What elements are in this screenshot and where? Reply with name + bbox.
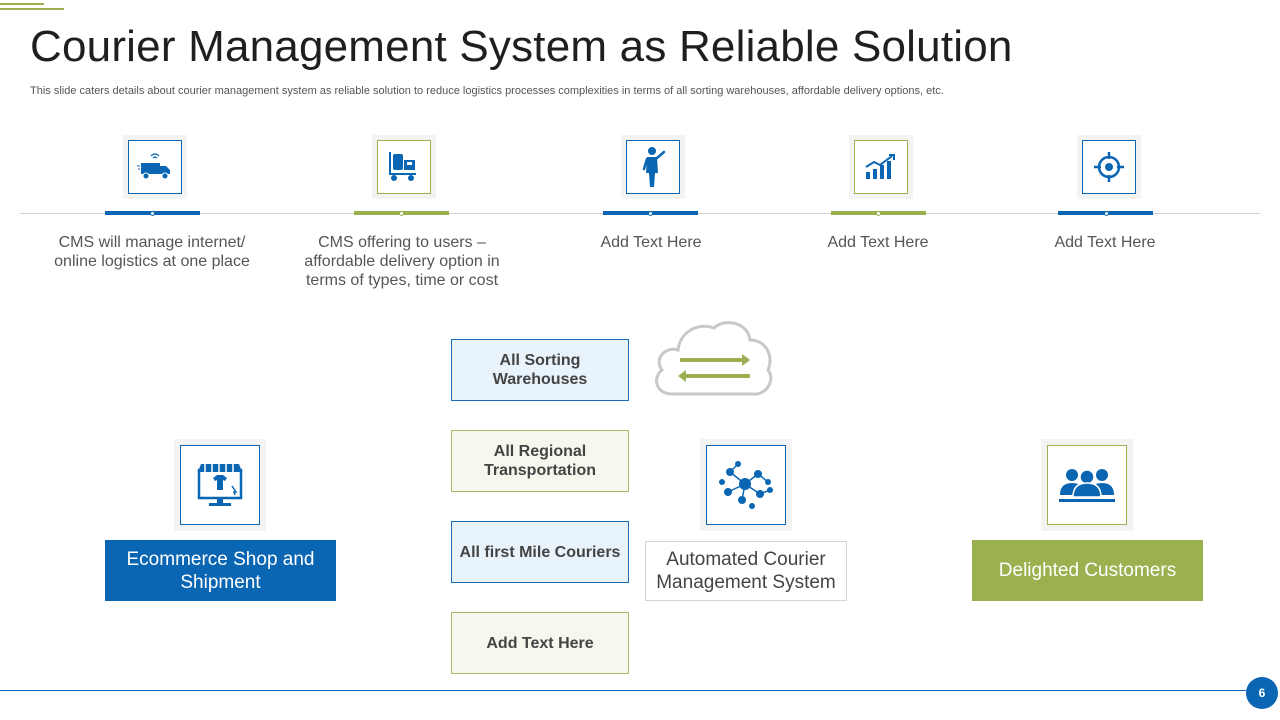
- step-text-4: Add Text Here: [827, 234, 929, 251]
- online-shop-icon: [180, 445, 260, 525]
- page-number-badge: 6: [1246, 677, 1278, 709]
- network-icon: [706, 445, 786, 525]
- hand-truck-icon: [377, 140, 431, 194]
- step-text-5: Add Text Here: [1054, 234, 1156, 251]
- growth-chart-icon: [854, 140, 908, 194]
- step-dot-2: [399, 211, 404, 216]
- stack-box-add-text: Add Text Here: [451, 612, 629, 674]
- accent-line-bottom: [0, 8, 64, 10]
- step-text-1: CMS will manage internet/ online logisti…: [54, 234, 250, 270]
- step-dot-3: [648, 211, 653, 216]
- step-dot-5: [1104, 211, 1109, 216]
- customers-label: Delighted Customers: [972, 540, 1203, 601]
- step-dot-1: [150, 211, 155, 216]
- cloud-exchange-icon: [650, 316, 776, 400]
- cms-label: Automated Courier Management System: [645, 541, 847, 601]
- footer-line: [0, 690, 1246, 691]
- page-title: Courier Management System as Reliable So…: [30, 22, 1013, 71]
- people-group-icon: [1047, 445, 1127, 525]
- person-pointing-icon: [626, 140, 680, 194]
- step-text-2: CMS offering to users – affordable deliv…: [304, 234, 500, 289]
- target-icon: [1082, 140, 1136, 194]
- ecommerce-label: Ecommerce Shop and Shipment: [105, 540, 336, 601]
- step-text-3: Add Text Here: [600, 234, 702, 251]
- accent-line-top: [0, 3, 44, 5]
- page-subtitle: This slide caters details about courier …: [30, 85, 944, 97]
- stack-box-sorting: All Sorting Warehouses: [451, 339, 629, 401]
- stack-box-regional: All Regional Transportation: [451, 430, 629, 492]
- delivery-truck-icon: [128, 140, 182, 194]
- step-dot-4: [876, 211, 881, 216]
- stack-box-first-mile: All first Mile Couriers: [451, 521, 629, 583]
